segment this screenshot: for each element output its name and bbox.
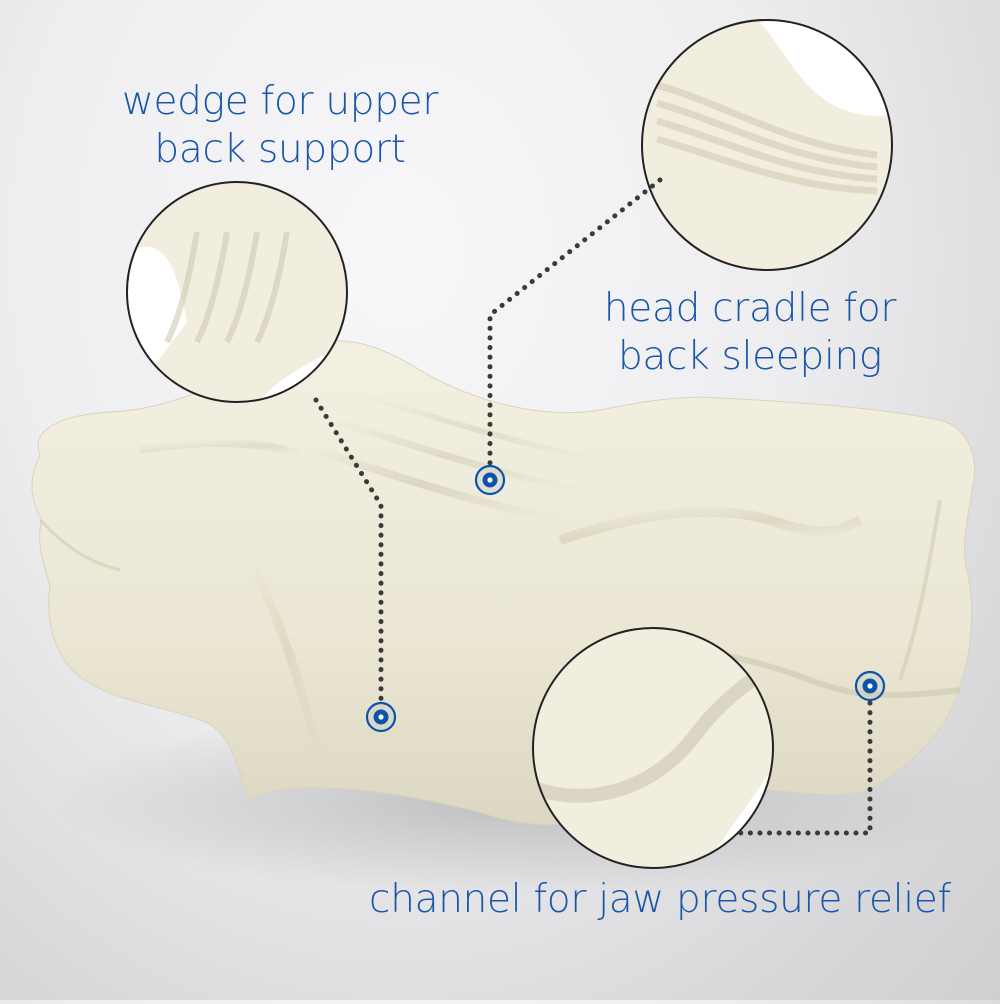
head-cradle-leader-line xyxy=(487,177,663,466)
head-cradle-label-line: head cradle for xyxy=(603,286,897,331)
head-cradle-label-line: back sleeping xyxy=(617,334,883,379)
head-cradle-target-marker-icon[interactable] xyxy=(474,464,506,496)
jaw-channel-leader-line xyxy=(734,700,873,836)
jaw-channel-magnifier xyxy=(532,627,774,869)
wedge-magnifier xyxy=(126,181,348,403)
wedge-label-line: wedge for upper xyxy=(121,79,439,124)
wedge-label-line: back support xyxy=(154,127,406,172)
cradle-ridge xyxy=(329,416,581,494)
head-cradle-magnifier xyxy=(641,19,893,271)
wing-crease xyxy=(245,557,325,762)
pillow-right-edge xyxy=(898,499,942,681)
jaw-channel-label-line: channel for jaw pressure relief xyxy=(369,877,951,922)
pillow-crease xyxy=(558,506,863,545)
wedge-target-marker-icon[interactable] xyxy=(365,701,397,733)
jaw-channel-label: channel for jaw pressure relief xyxy=(360,876,960,924)
cradle-ridge xyxy=(359,392,601,463)
cradle-ridge xyxy=(298,441,561,524)
pillow-front-lip xyxy=(38,518,121,572)
wedge-crease xyxy=(139,439,302,459)
jaw-channel-target-marker-icon[interactable] xyxy=(854,670,886,702)
wedge-leader-line xyxy=(313,397,384,703)
